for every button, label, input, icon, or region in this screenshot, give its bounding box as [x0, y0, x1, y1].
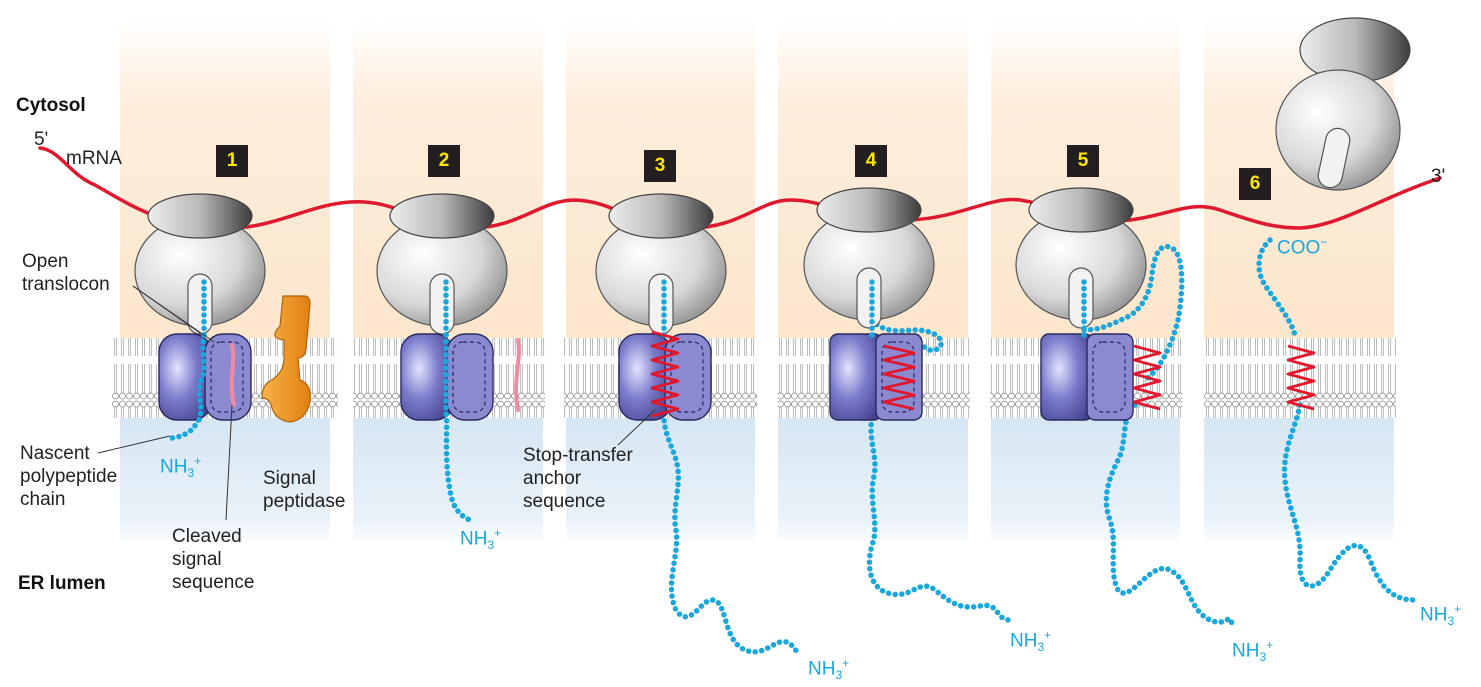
chain-step6-cyto	[1256, 237, 1298, 338]
coo-label: COO−	[1277, 235, 1328, 259]
three-prime-label: 3'	[1431, 166, 1446, 187]
cleaved-signal-1	[229, 343, 236, 407]
nascent-chain-label: Nascent polypeptide chain	[20, 443, 118, 510]
anchor-step3	[650, 330, 680, 418]
nh3-label-6: NH3+	[1420, 602, 1462, 629]
translocon-3	[618, 333, 712, 421]
ribosome-small-subunit-3	[608, 193, 714, 239]
ribosomes	[134, 17, 1411, 421]
translocon-gate-1	[210, 341, 244, 413]
translocon-left-5	[1040, 333, 1094, 421]
ribosome-4	[803, 187, 935, 329]
stop-transfer-anchors	[229, 295, 1316, 423]
mrna-line	[38, 146, 1442, 231]
stop-transfer-label: Stop-transfer anchor sequence	[523, 445, 633, 512]
ribosome-tunnel-4	[856, 267, 882, 329]
translocon-1	[158, 333, 252, 421]
chain-step4-loop	[869, 317, 944, 353]
ribosome-small-subunit-5	[1028, 187, 1134, 233]
ribosome-small-subunit-4	[816, 187, 922, 233]
mrna-label: mRNA	[66, 148, 122, 169]
nh3-label-4: NH3+	[1010, 628, 1052, 655]
step-badge-1: 1	[216, 145, 248, 177]
ribosome-small-subunit-1	[147, 193, 253, 239]
leader-lines	[97, 285, 656, 521]
ribosome-tunnel-1	[187, 273, 213, 335]
chain-step3	[661, 279, 800, 655]
anchor-step6	[1286, 344, 1316, 411]
chain-step6-lumen	[1281, 402, 1418, 603]
cleaved-signal-label: Cleaved signal sequence	[172, 526, 255, 593]
chain-step5-cyto	[1081, 243, 1185, 383]
ribosome-5	[1015, 187, 1147, 329]
step-badge-4: 4	[855, 145, 887, 177]
cleaved-signal-2	[514, 338, 521, 412]
translocon-gate-4	[881, 341, 915, 413]
tunnel-chains	[195, 279, 1087, 425]
translocon-5	[1040, 333, 1134, 421]
leader-open-translocon-b	[132, 285, 215, 343]
translocon-gate-5	[1092, 341, 1126, 413]
leader-cleaved-signal	[225, 404, 233, 521]
chain-through-1	[195, 332, 207, 425]
ribosome-3	[595, 193, 727, 335]
open-translocon-label: Open translocon	[22, 251, 110, 295]
anchor-step4	[882, 344, 916, 411]
nh3-label-2: NH3+	[460, 526, 502, 553]
cytosol-label: Cytosol	[16, 95, 86, 116]
ribosome-tunnel-3	[648, 273, 674, 335]
ribosome-tunnel-2	[429, 273, 455, 335]
chain-step4	[866, 415, 1013, 623]
nh3-label-3: NH3+	[808, 656, 850, 683]
nh3-label-1: NH3+	[160, 454, 202, 481]
translocon-right-5	[1086, 333, 1134, 421]
step-badge-6: 6	[1239, 168, 1271, 200]
anchor-step5	[1132, 344, 1162, 411]
translocon-gate-2	[452, 341, 486, 413]
leader-nascent-chain	[97, 435, 171, 454]
released-tunnel	[1317, 127, 1351, 189]
translocon-right-1	[204, 333, 252, 421]
lumen-band-6	[1204, 418, 1394, 546]
ribosome-small-subunit-2	[389, 193, 495, 239]
er-lumen-label: ER lumen	[18, 573, 106, 594]
chain-step5-lumen	[1103, 402, 1235, 628]
leader-stop-transfer	[617, 409, 656, 446]
signal-peptidase-shape	[261, 295, 311, 423]
ribosome-tunnel-5	[1068, 267, 1094, 329]
lumen-band-5	[991, 418, 1180, 546]
step-badge-5: 5	[1067, 145, 1099, 177]
nh3-label-5: NH3+	[1232, 638, 1274, 665]
lumen-band-3	[566, 418, 755, 546]
released-ribosome	[1275, 17, 1411, 191]
five-prime-label: 5'	[34, 129, 49, 150]
step-badge-2: 2	[428, 145, 460, 177]
signal-peptidase-label: Signal peptidase	[263, 468, 346, 512]
translocon-gate-3	[670, 341, 704, 413]
step-badge-3: 3	[644, 150, 676, 182]
translocon-left-4	[829, 333, 883, 421]
mrna-strand	[38, 146, 1442, 231]
translocon-2	[400, 333, 494, 421]
